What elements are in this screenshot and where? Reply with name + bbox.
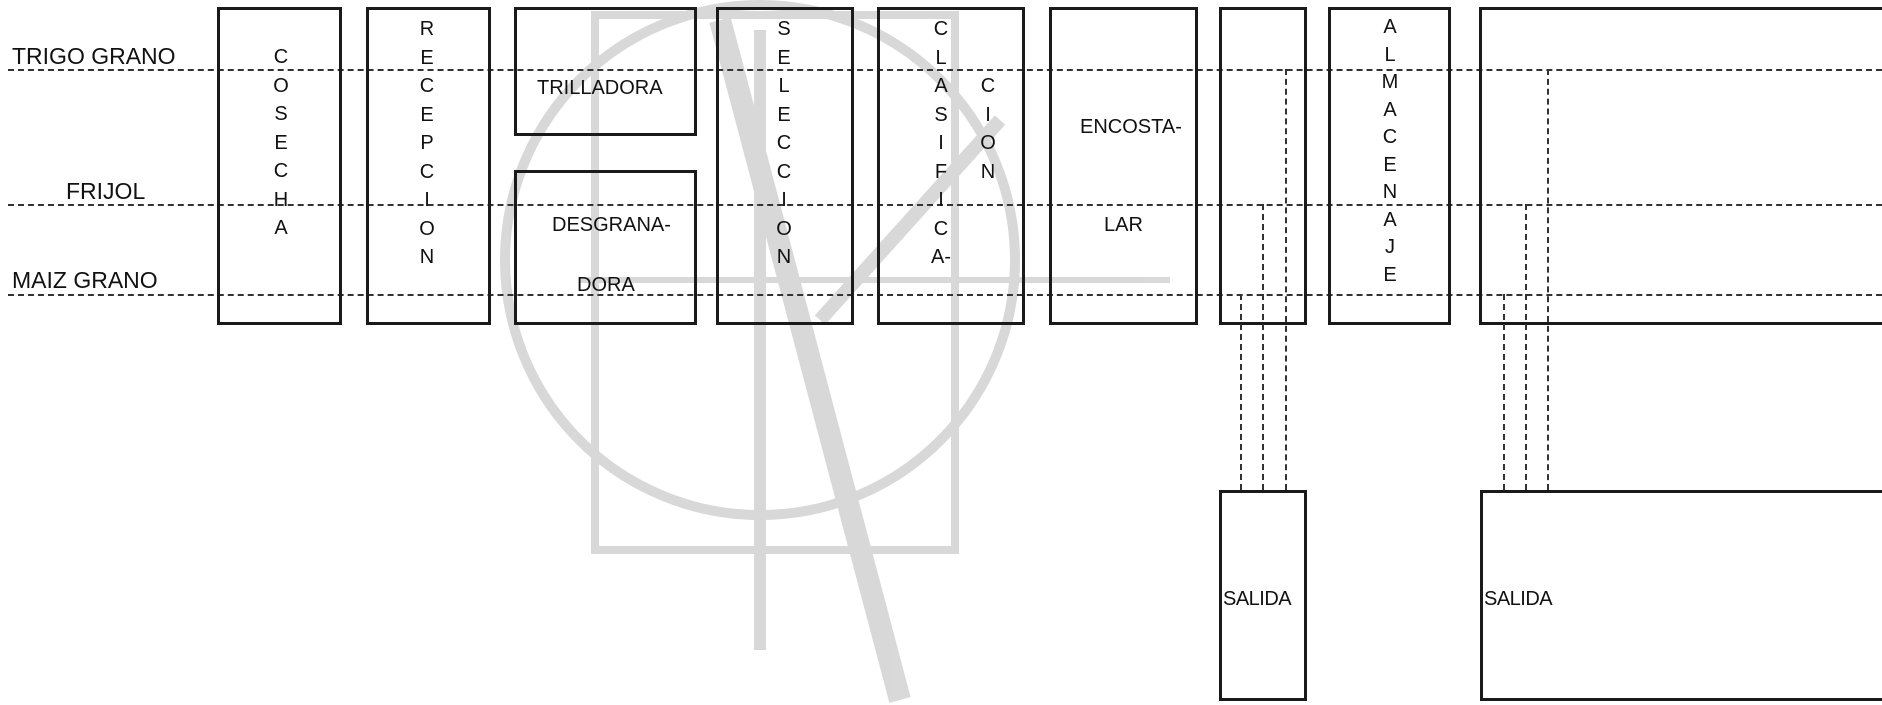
drop-line-frijol-1	[1262, 204, 1264, 490]
encostalar-label-top: ENCOSTA-	[1080, 116, 1182, 138]
row-label-maiz: MAIZ GRANO	[12, 267, 158, 294]
salida-label-1: SALIDA	[1223, 588, 1291, 610]
row-label-trigo: TRIGO GRANO	[12, 43, 176, 70]
encostalar-box	[1049, 7, 1198, 325]
row-label-frijol: FRIJOL	[66, 178, 145, 205]
drop-line-trigo-2	[1547, 69, 1549, 490]
desgranadora-box	[514, 170, 697, 325]
drop-line-frijol-2	[1525, 204, 1527, 490]
desgranadora-label-top: DESGRANA-	[552, 214, 671, 236]
desgranadora-label-bottom: DORA	[577, 274, 635, 296]
trilladora-box	[514, 7, 697, 136]
drop-line-maiz-2	[1503, 294, 1505, 490]
encostalar-label-bottom: LAR	[1104, 214, 1143, 236]
drop-line-maiz-1	[1240, 294, 1242, 490]
trilladora-label: TRILLADORA	[537, 77, 663, 99]
salida-label-2: SALIDA	[1484, 588, 1552, 610]
storage-box-2	[1479, 7, 1882, 325]
drop-line-trigo-1	[1285, 69, 1287, 490]
